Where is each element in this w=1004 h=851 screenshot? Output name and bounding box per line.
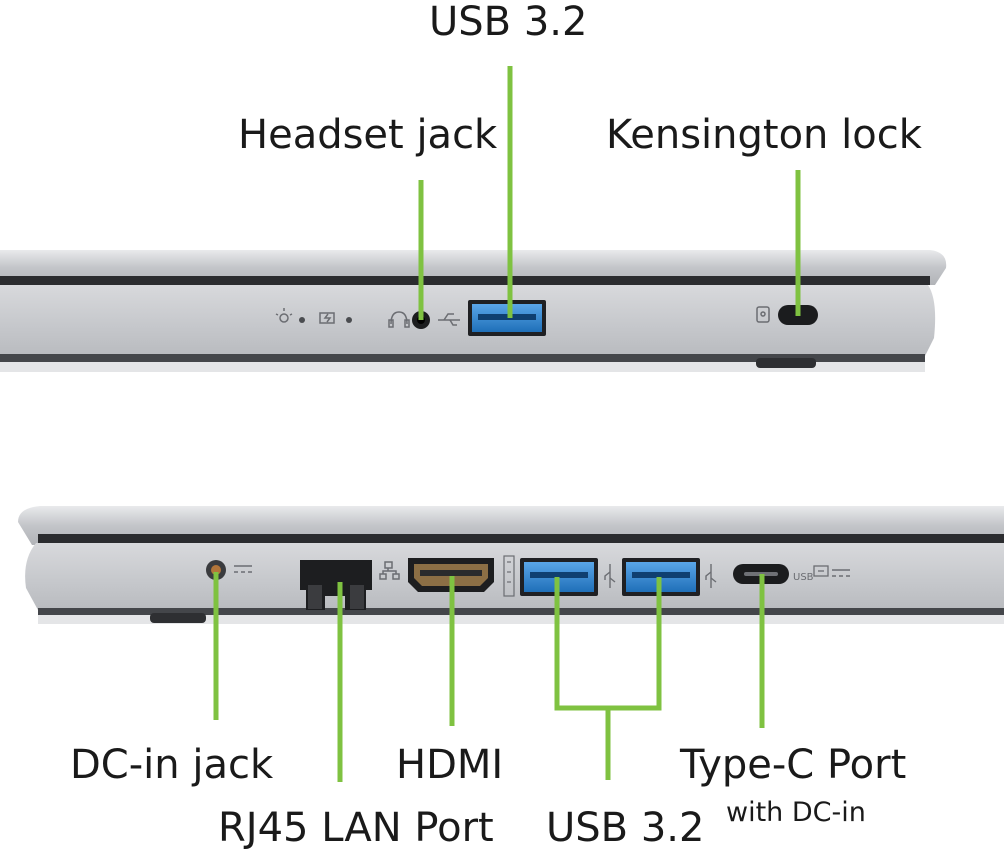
base-bottom-edge (38, 608, 1004, 615)
battery-led (346, 317, 352, 323)
usb-trident-icon (438, 313, 460, 326)
label-type-c-port: Type-C Port (680, 742, 907, 788)
label-usb-top: USB 3.2 (429, 0, 588, 45)
label-kensington-lock: Kensington lock (606, 112, 922, 158)
battery-charge-icon (319, 312, 335, 324)
label-dc-in-jack: DC-in jack (70, 742, 274, 788)
base-side (0, 285, 936, 356)
usb-c-logo-text: USB (793, 572, 814, 583)
label-headset-jack: Headset jack (238, 112, 498, 158)
usb-a-port (468, 300, 546, 336)
rubber-foot (150, 613, 206, 623)
rj45-port (300, 560, 372, 610)
hdmi-port (408, 558, 494, 592)
label-rj45-lan-port: RJ45 LAN Port (218, 805, 494, 851)
lid-seam (0, 276, 930, 285)
usb-c-logo-icon: USB (793, 572, 814, 583)
dc-power-icon (832, 569, 850, 577)
laptop-right-side (0, 250, 947, 372)
label-type-c-subtitle: with DC-in (726, 797, 866, 828)
base-reflection (0, 362, 925, 372)
label-hdmi: HDMI (396, 742, 504, 788)
lid-seam (38, 534, 1004, 543)
led-light-icon (275, 308, 293, 323)
network-icon (379, 561, 400, 580)
rubber-foot (756, 358, 816, 368)
label-usb-bottom: USB 3.2 (546, 805, 705, 851)
dc-power-icon (234, 565, 252, 573)
hdmi-logo-icon (503, 555, 515, 597)
kensington-lock-icon (756, 306, 770, 323)
laptop-left-side: USB (18, 506, 1004, 624)
usb-trident-icon (705, 564, 717, 588)
displayport-icon (813, 565, 829, 577)
usb-trident-icon (604, 564, 616, 588)
callouts-top (418, 66, 801, 320)
headset-icon (388, 311, 410, 328)
base-reflection (38, 615, 1004, 624)
callouts-bottom (213, 572, 765, 782)
power-led (299, 317, 305, 323)
base-bottom-edge (0, 354, 925, 362)
